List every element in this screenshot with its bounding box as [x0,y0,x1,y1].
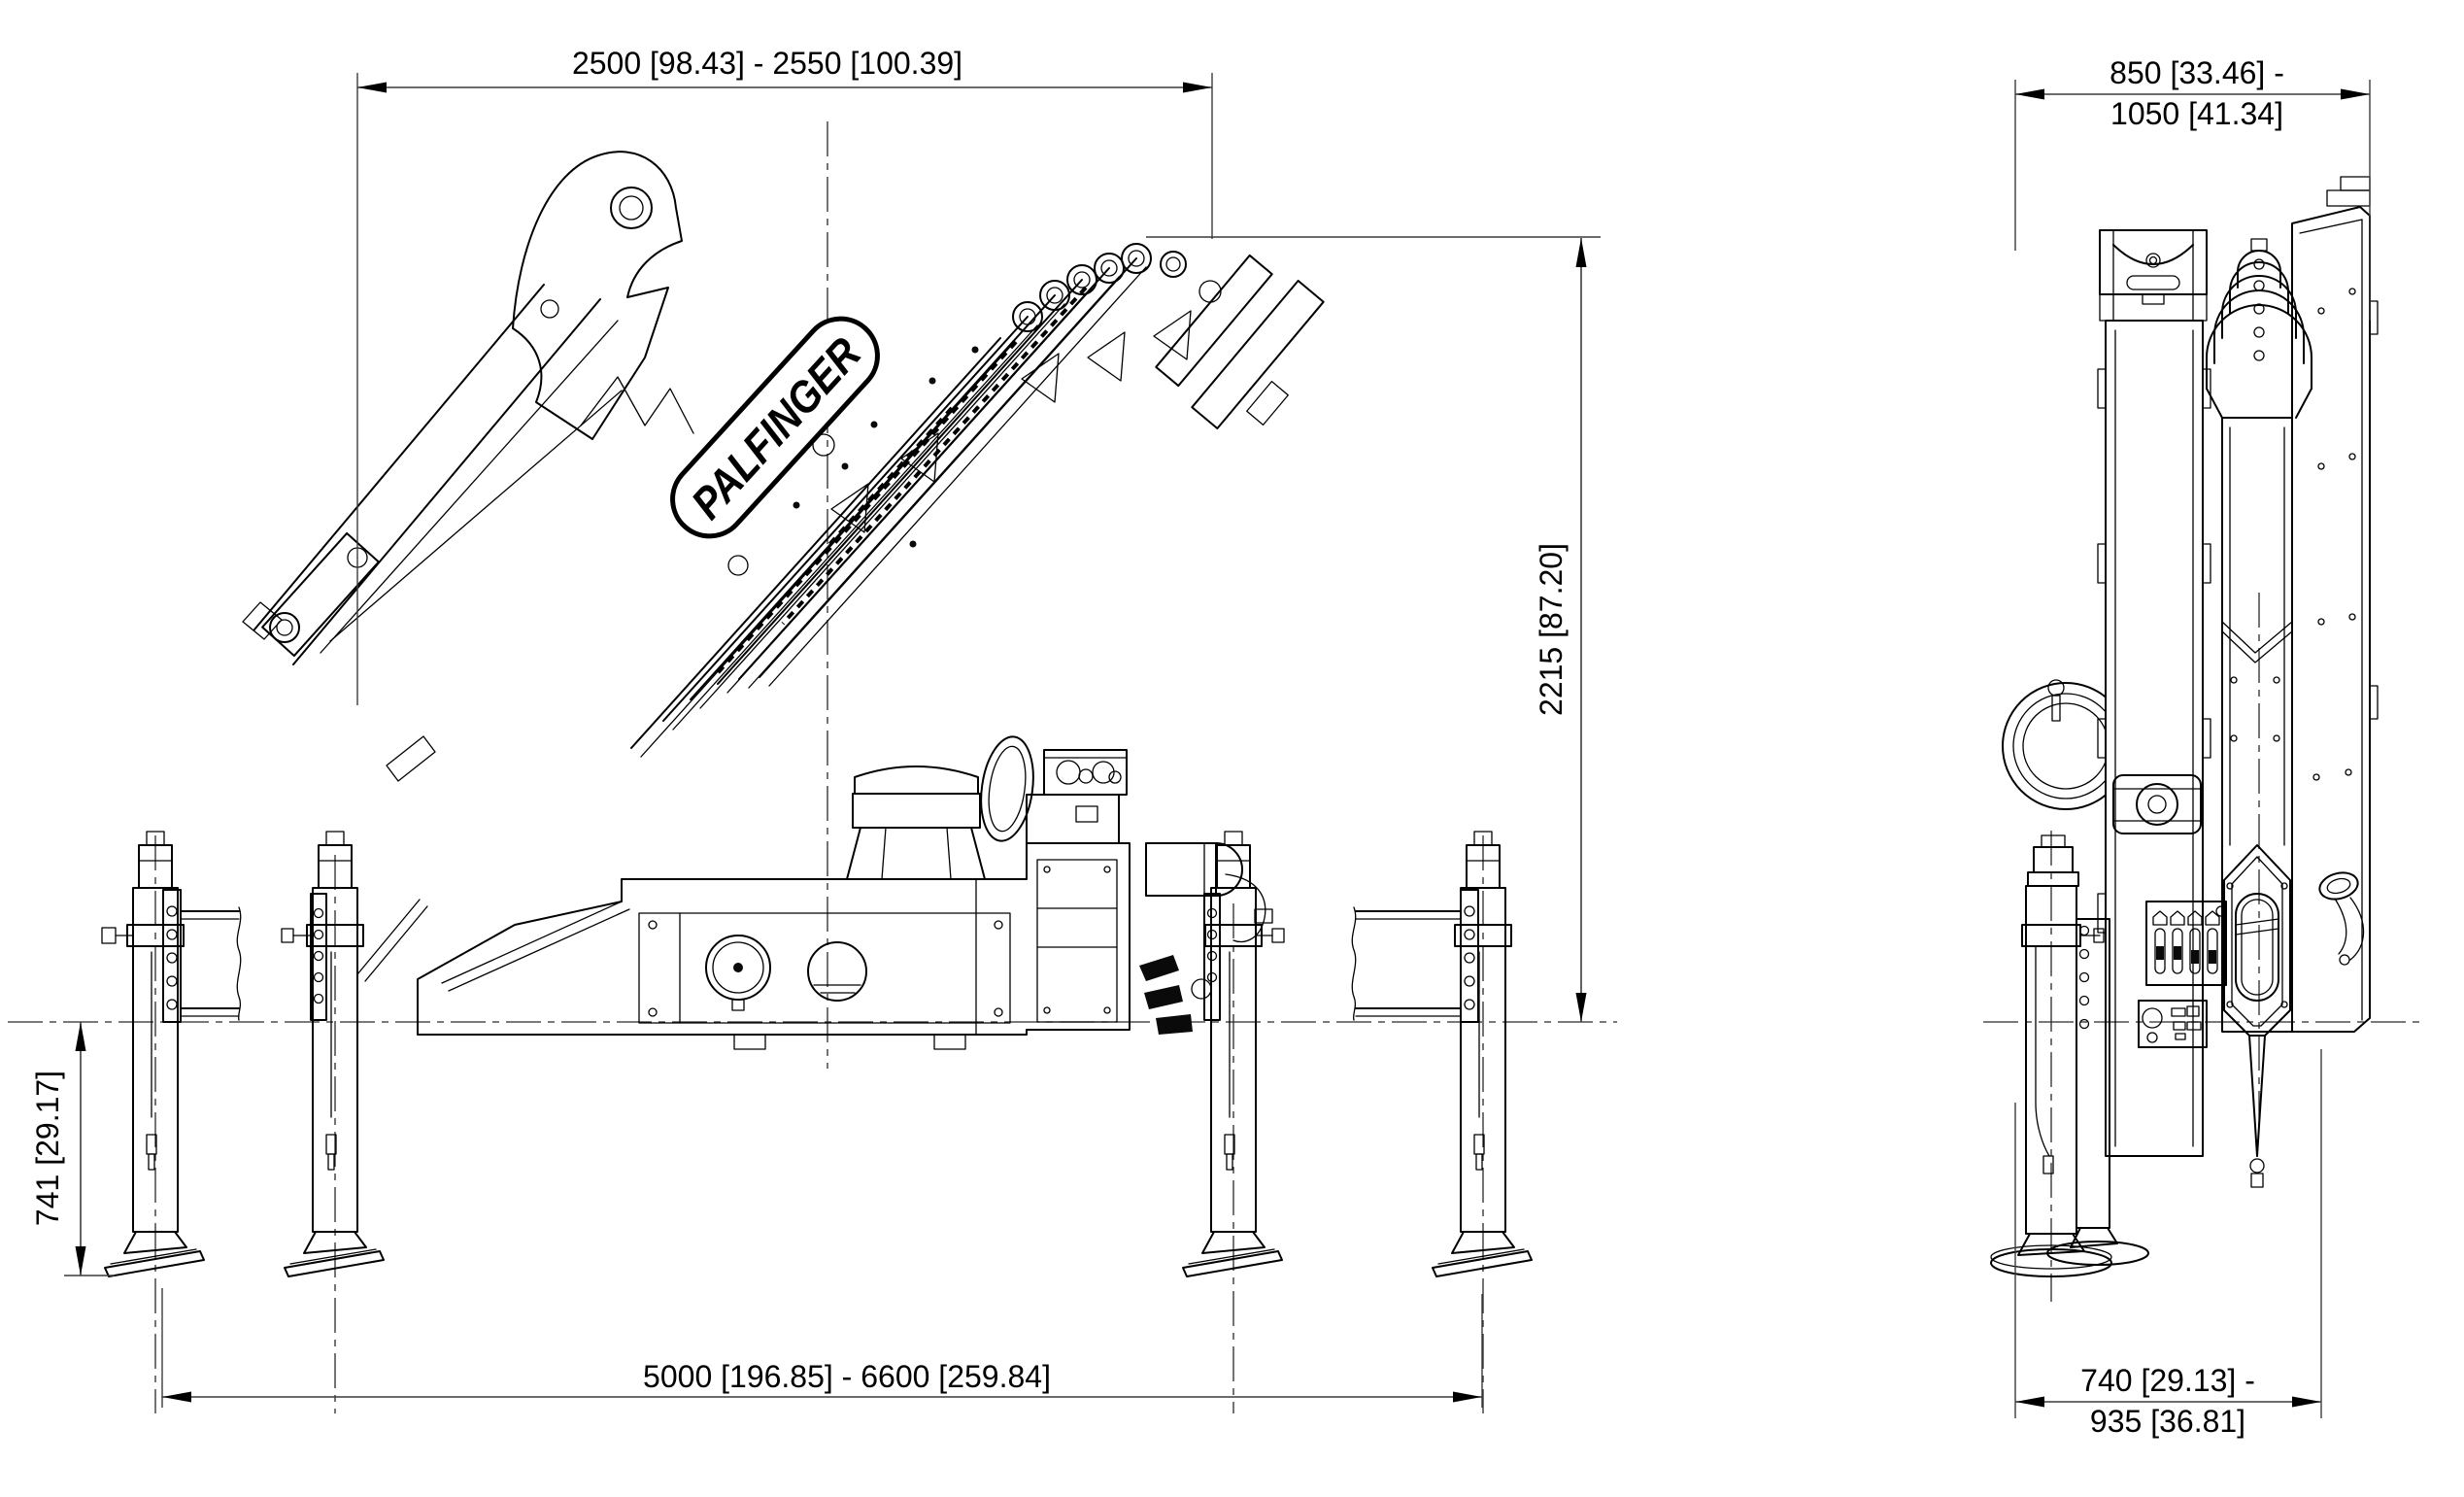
stacked-boom-sections [2206,238,2312,419]
dim-label-height: 2215 [87.20] [1534,543,1569,716]
outrigger-cylinder [1145,842,1217,897]
leg2-bracket [281,893,327,1021]
chain [781,286,1088,626]
chain [713,340,1018,678]
rear-center-channel [2221,417,2293,1033]
rear-stabilizer-leg [1990,834,2149,1277]
rear-valve-bank [2145,901,2227,986]
stabilizer-leg-3 [1182,831,1283,1277]
base-port [807,941,867,1002]
boom-saddle [2099,229,2208,322]
dim-label-outrigger-span: 5000 [196.85] - 6600 [259.84] [643,1359,1051,1394]
frame-break-line [236,906,242,1021]
beam-guide-plates [830,310,1192,533]
winch-box [2112,774,2202,834]
boom-head [512,151,683,440]
dim-label-rear-width-2: 1050 [41.34] [2110,96,2283,131]
stabilizer-leg-4 [1432,831,1533,1277]
dim-label-leg-drop: 741 [29.17] [30,1071,65,1226]
dim-label-rear-leg-2: 935 [36.81] [2090,1404,2245,1439]
dimension-top-width: 2500 [98.43] - 2550 [100.39] [356,46,1213,705]
leg3-bracket [1203,893,1285,1021]
hose-loop [980,735,1034,842]
centerlines [8,121,2420,1413]
dim-label-rear-width-1: 850 [33.46] - [2110,55,2284,90]
beam-bolts [793,346,979,548]
hex-access-plate [2223,844,2291,1188]
side-view: PALFINGER [101,151,1533,1277]
control-levers [1139,955,1212,1035]
tail-hook [2318,871,2365,966]
dimension-height: 2215 [87.20] [1146,236,1601,1022]
frame-break-line [1351,906,1357,1021]
boom-bundle [242,151,1325,782]
rear-column-slab [2097,320,2211,1157]
rear-view [1990,176,2379,1277]
slew-ring [2002,679,2106,810]
crane-column [846,735,1128,880]
rear-control-panel [2138,1000,2208,1048]
chain [824,406,954,551]
boom-head-pin-hole [610,187,653,229]
hydraulic-hose [1225,873,1266,943]
boom-end-plates [1155,251,1325,430]
valve-box [1036,859,1118,1023]
dim-label-rear-leg-1: 740 [29.13] - [2080,1363,2255,1398]
dimension-rear-leg-offset: 740 [29.13] - 935 [36.81] [2014,1049,2322,1439]
palfinger-logo-text: PALFINGER [681,327,870,527]
rear-right-plate [2291,176,2379,1033]
dim-label-top-width: 2500 [98.43] - 2550 [100.39] [572,46,962,81]
leg4-bracket [1351,889,1479,1023]
boom-butt-links [242,531,436,782]
stabilizer-leg-2 [284,831,385,1277]
boom-head-gusset [580,376,694,434]
dimension-leg-drop: 741 [29.17] [30,1022,115,1276]
stabilizer-leg-1 [104,831,205,1277]
leg1-bracket [101,889,242,1023]
dimension-outrigger-span: 5000 [196.85] - 6600 [259.84] [161,1288,1483,1408]
base-frame [356,842,1273,1050]
dimension-rear-width: 850 [33.46] - 1050 [41.34] [2014,55,2371,321]
